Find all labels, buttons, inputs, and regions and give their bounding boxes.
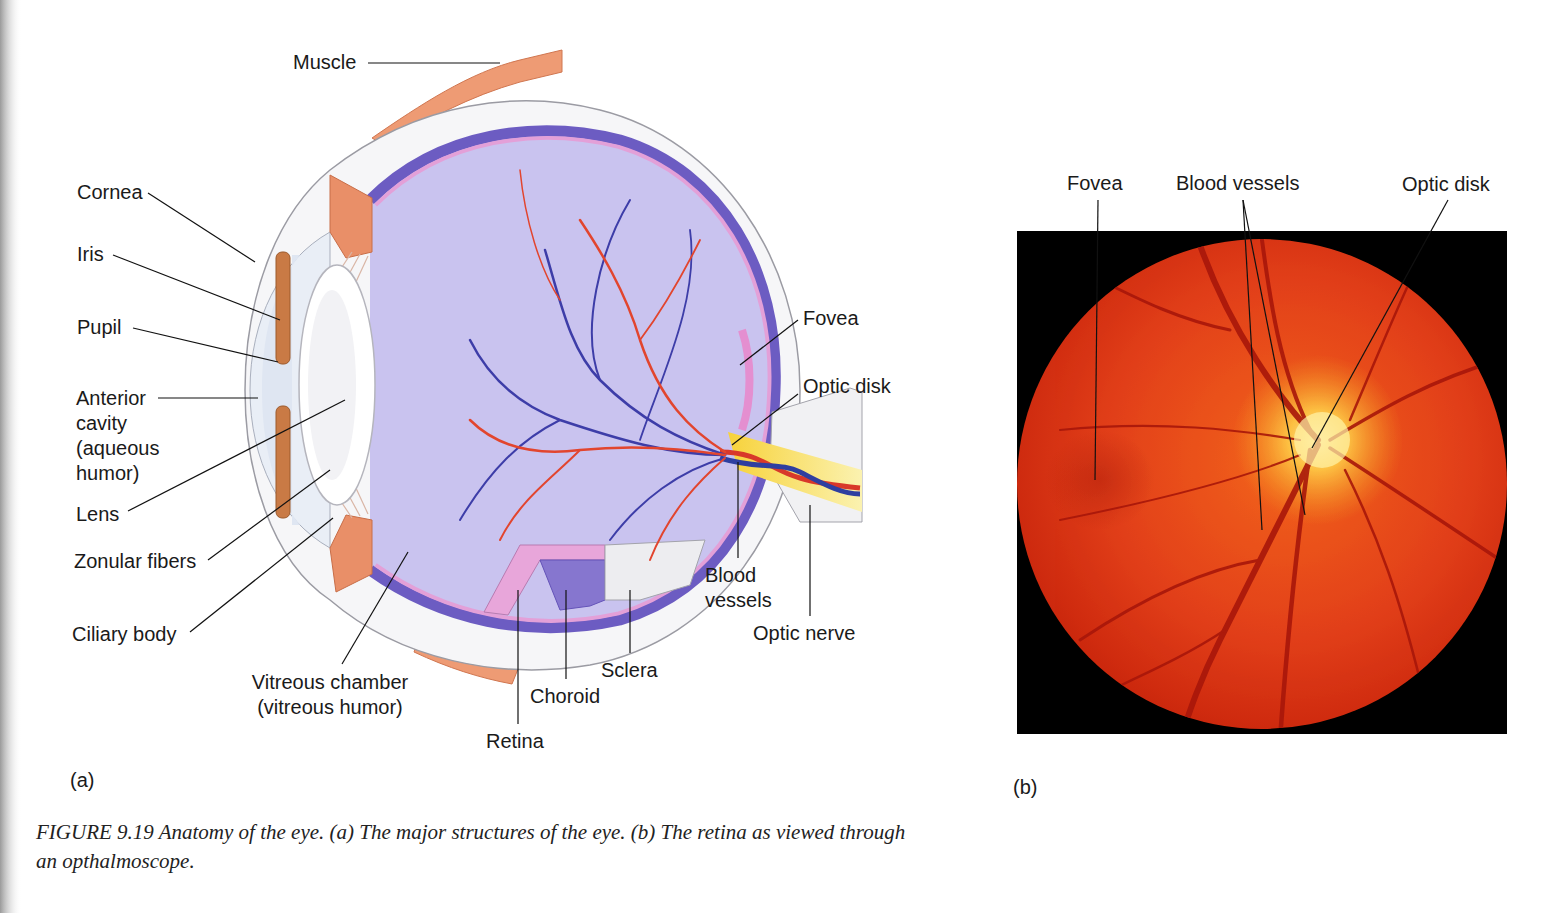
part-label: Iris	[77, 242, 104, 267]
part-label: Optic disk	[1402, 172, 1490, 197]
blood-vessels	[580, 220, 725, 452]
blood-vessels	[592, 200, 630, 380]
fovea	[742, 330, 750, 430]
part-label: Muscle	[293, 50, 356, 75]
part-label: Pupil	[77, 315, 121, 340]
part-label: Sclera	[601, 658, 658, 683]
retina-image	[1045, 430, 1155, 530]
retina-image	[1350, 260, 1420, 420]
retina-image	[1330, 448, 1500, 560]
part-label: Choroid	[530, 684, 600, 709]
figure-caption: FIGURE 9.19 Anatomy of the eye. (a) The …	[36, 818, 926, 876]
retina-image	[1180, 445, 1318, 740]
zonular-fibers	[355, 256, 368, 284]
retina-image	[1060, 240, 1500, 740]
choroid-cut	[540, 560, 605, 610]
retina-image	[1345, 470, 1420, 680]
scan-shadow	[0, 0, 22, 913]
retina	[376, 138, 770, 621]
leader-lines	[732, 394, 798, 445]
blood-vessels	[500, 450, 580, 540]
blood-vessels	[640, 240, 700, 340]
blood-vessels	[520, 170, 560, 300]
part-label: Blood vessels	[705, 563, 787, 613]
leader-lines	[190, 518, 333, 632]
retina-image	[1045, 240, 1500, 740]
blood-vessels	[460, 420, 560, 520]
part-label: Retina	[486, 729, 544, 754]
part-label: Lens	[76, 502, 119, 527]
part-label: Blood vessels	[1176, 171, 1299, 196]
leader-lines	[1243, 200, 1305, 515]
part-label: Zonular fibers	[74, 549, 196, 574]
leader-lines	[740, 320, 798, 365]
leader-lines	[809, 505, 810, 616]
part-label: Fovea	[803, 306, 859, 331]
leader-lines	[128, 400, 345, 511]
blood-vessels	[470, 420, 725, 455]
blood-vessels	[640, 230, 692, 440]
leader-lines	[133, 328, 278, 362]
retina-cut	[484, 545, 605, 615]
part-label: Anterior cavity (aqueous humor)	[76, 386, 168, 486]
part-label: Ciliary body	[72, 622, 176, 647]
ciliary-body	[330, 515, 372, 592]
ciliary-body	[330, 175, 372, 258]
part-label: Optic disk	[803, 374, 891, 399]
retina-image	[1080, 560, 1260, 640]
eye-illustration	[245, 50, 862, 684]
blood-vessels	[650, 458, 725, 560]
fundus-photo	[1017, 231, 1507, 740]
part-label: Vitreous chamber (vitreous humor)	[232, 670, 428, 720]
zonular-fibers	[355, 486, 368, 514]
leader-lines	[737, 462, 738, 558]
leader-lines	[342, 552, 408, 664]
part-label: (b)	[1013, 775, 1037, 800]
lens	[308, 290, 356, 480]
part-label: Cornea	[77, 180, 143, 205]
leader-lines	[517, 590, 518, 724]
photo-frame	[1017, 231, 1507, 734]
blood-vessels	[460, 170, 725, 560]
retina-image	[1060, 455, 1300, 520]
leader-lines	[368, 62, 500, 63]
leader-lines	[148, 193, 255, 262]
vein	[720, 458, 860, 494]
leader-lines	[113, 255, 280, 320]
lens	[299, 265, 375, 505]
vitreous-chamber	[370, 131, 775, 628]
retina-image	[1233, 355, 1403, 525]
retina-image	[1090, 630, 1225, 700]
leader-lines	[1095, 200, 1098, 480]
leader-lines	[1312, 200, 1448, 448]
part-label: Optic nerve	[753, 621, 855, 646]
retina-image	[1294, 412, 1350, 468]
blood-vessels	[610, 458, 725, 540]
leader-lines	[629, 590, 630, 653]
part-label: Fovea	[1067, 171, 1123, 196]
retina-image	[1017, 239, 1507, 729]
retina-image	[1280, 450, 1310, 740]
iris	[276, 252, 290, 364]
retina-image	[1330, 360, 1500, 440]
blood-vessels	[470, 340, 725, 455]
leader-lines	[113, 63, 1448, 724]
leader-lines	[565, 590, 566, 679]
retina-image	[1100, 280, 1230, 330]
leader-lines	[208, 470, 330, 560]
leader-lines	[158, 397, 258, 398]
choroid	[370, 131, 775, 628]
sclera	[245, 101, 800, 670]
part-label: (a)	[70, 768, 94, 793]
